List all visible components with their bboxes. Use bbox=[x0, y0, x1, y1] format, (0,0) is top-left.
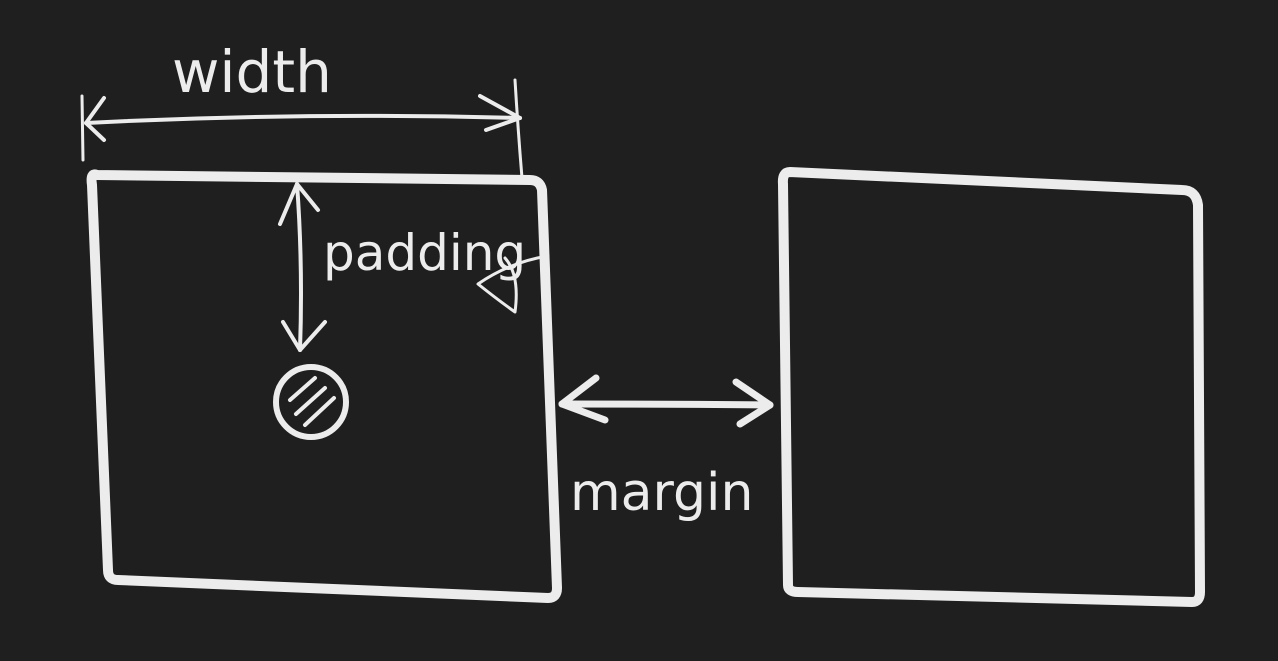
content-circle bbox=[273, 364, 349, 440]
right-box bbox=[777, 167, 1205, 607]
padding-arrow-bottom-head bbox=[281, 320, 327, 352]
width-arrow-line bbox=[84, 113, 522, 125]
padding-dimension: padding bbox=[278, 182, 550, 352]
content-hatch-2 bbox=[294, 386, 327, 416]
margin-label: margin bbox=[570, 463, 753, 523]
width-arrow-right-head bbox=[478, 94, 522, 132]
margin-arrow-left-head bbox=[558, 374, 609, 424]
padding-label: padding bbox=[323, 224, 526, 282]
margin-arrow-line bbox=[558, 400, 774, 409]
margin-arrow-right-head bbox=[732, 378, 774, 428]
padding-arrow-top-head bbox=[278, 182, 320, 226]
content-hatch-1 bbox=[288, 376, 317, 402]
content-hatch-3 bbox=[303, 396, 336, 427]
left-box bbox=[86, 169, 562, 603]
padding-arrow-line bbox=[295, 182, 303, 352]
width-left-tick bbox=[80, 94, 85, 162]
width-label: width bbox=[172, 38, 332, 106]
padding-label-tail bbox=[476, 254, 550, 314]
content-dot bbox=[273, 364, 349, 440]
width-dimension: width bbox=[80, 38, 524, 180]
width-arrow-left-head bbox=[84, 96, 106, 142]
width-right-tick bbox=[513, 78, 524, 180]
margin-dimension: margin bbox=[558, 374, 774, 523]
